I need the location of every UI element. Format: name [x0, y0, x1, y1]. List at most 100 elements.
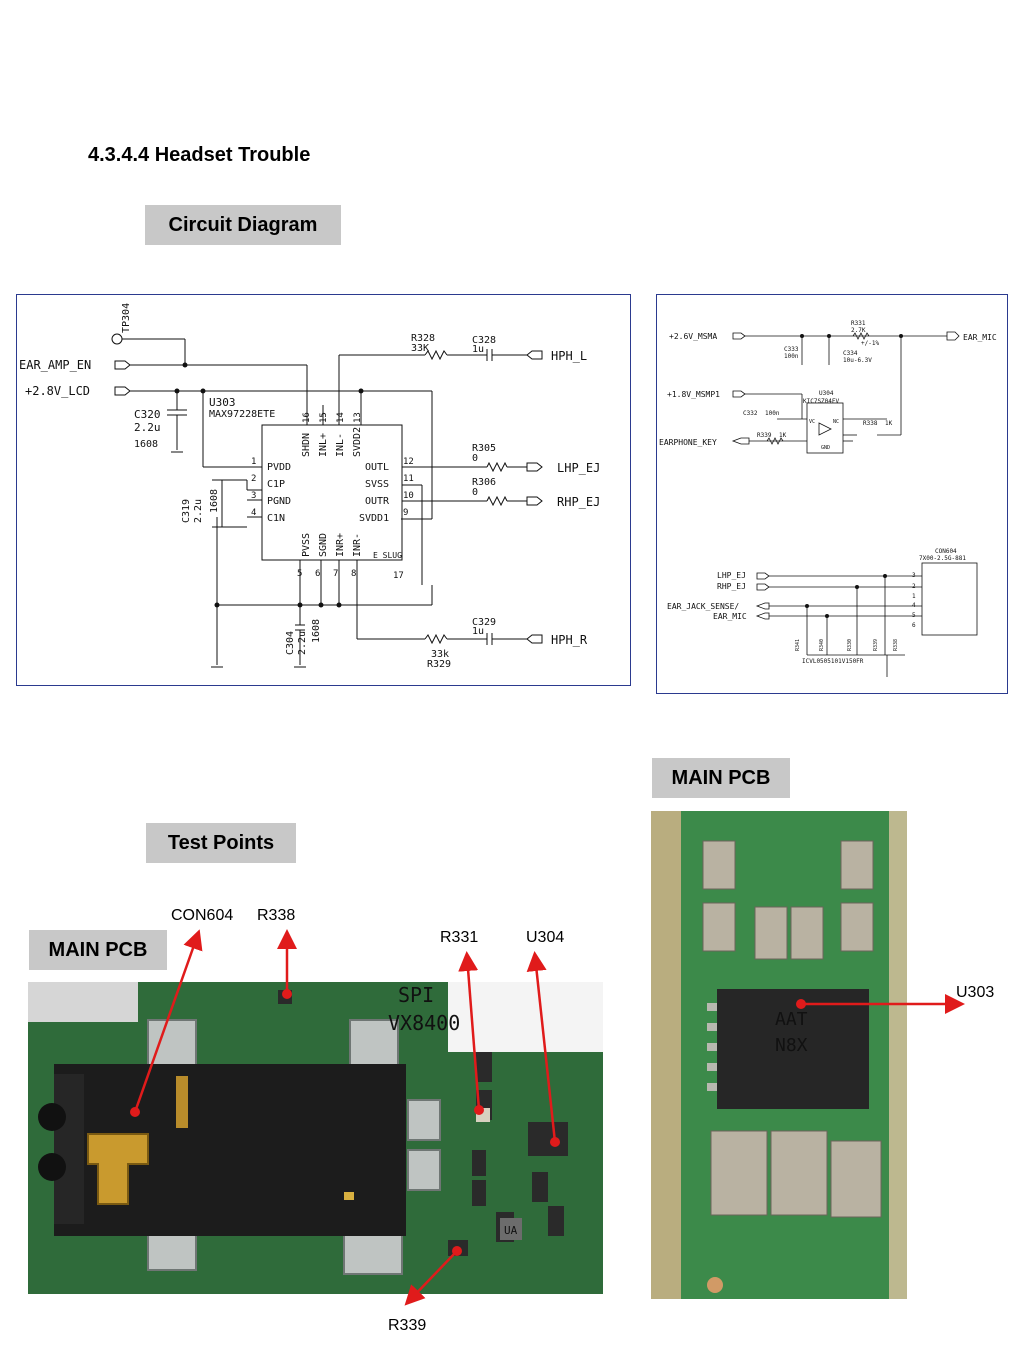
- r328-value: 33K: [411, 343, 429, 354]
- pin-num-4: 4: [251, 508, 256, 518]
- lhp-ej-label: LHP_EJ: [557, 461, 600, 475]
- arrow-r339: [404, 1250, 458, 1306]
- tvs-r339: R339: [873, 639, 879, 651]
- c320-value: 2.2u: [134, 421, 161, 434]
- con604-part: 7X00-2.5G-881: [919, 555, 966, 562]
- u303-ref: U303: [209, 396, 236, 409]
- pin-pgnd: PGND: [267, 496, 291, 507]
- callout-con604: CON604: [171, 907, 234, 924]
- section-title: 4.3.4.4 Headset Trouble: [88, 144, 311, 166]
- arrow-r331: [458, 951, 481, 1111]
- u304-ref: U304: [819, 390, 834, 397]
- ear-amp-en-label: EAR_AMP_EN: [19, 358, 91, 372]
- pin-svss: SVSS: [365, 479, 389, 490]
- callout-r331: R331: [440, 929, 479, 946]
- ear-jack-sense-label: EAR_JACK_SENSE/: [667, 602, 739, 611]
- main-pcb-label-left-text: MAIN PCB: [48, 938, 148, 961]
- pin-inr-minus: INR-: [352, 533, 363, 557]
- tvs-r341: R341: [795, 639, 801, 651]
- dot-r331: [474, 1105, 484, 1115]
- pin-num-17: 17: [393, 571, 404, 581]
- pin-inl-plus: INL+: [318, 433, 329, 457]
- right-ear-mic-label: EAR_MIC: [713, 612, 747, 621]
- r305a-value: 0: [472, 453, 478, 464]
- dot-r338: [282, 989, 292, 999]
- u303-part: MAX97228ETE: [209, 409, 275, 420]
- arrow-con604: [133, 929, 203, 1113]
- c333-value: 100n: [784, 353, 799, 360]
- con-pin-3: 3: [912, 572, 916, 579]
- ear-mic-label: EAR_MIC: [963, 333, 997, 342]
- c328-label: C328: [472, 335, 496, 346]
- test-points-label-text: Test Points: [167, 831, 275, 854]
- con-pin-6: 6: [912, 622, 916, 629]
- pin-svdd2: SVDD2: [352, 427, 363, 457]
- c334-ref: C334: [843, 350, 858, 357]
- main-pcb-label-left: MAIN PCB: [29, 930, 167, 970]
- test-points-label: Test Points: [146, 823, 296, 863]
- pcb-left-illustration: UA SPI VX8400: [28, 982, 603, 1294]
- c319-value: 2.2u: [193, 499, 204, 523]
- tp304-label: TP304: [121, 303, 132, 333]
- hph-r-label: HPH_R: [551, 633, 588, 647]
- r328-label: R328: [411, 333, 435, 344]
- pin-num-7: 7: [333, 569, 338, 579]
- pin-num-10: 10: [403, 491, 414, 501]
- pin-inl-minus: INL-: [335, 433, 346, 457]
- pcb-right-illustration: AAT N8X: [651, 811, 907, 1299]
- c334-value: 10u-6.3V: [843, 357, 872, 364]
- dot-u304: [550, 1137, 560, 1147]
- v26-msma-label: +2.6V_MSMA: [669, 332, 717, 341]
- pin-outl: OUTL: [365, 462, 389, 473]
- right-rhp-ej-label: RHP_EJ: [717, 582, 746, 591]
- c304-label: C304: [285, 631, 296, 655]
- u304-part: KIC7SZ04FV: [803, 398, 840, 405]
- dot-con604: [130, 1107, 140, 1117]
- tvs-r340: R340: [819, 639, 825, 651]
- c329-label: C329: [472, 617, 496, 628]
- dot-r339: [452, 1246, 462, 1256]
- main-pcb-label-right-text: MAIN PCB: [671, 766, 771, 789]
- pcb-left-silkscreen-top: SPI: [398, 983, 434, 1007]
- pin-num-6: 6: [315, 569, 320, 579]
- r329-value: 33k: [431, 649, 449, 660]
- pin-num-5: 5: [297, 569, 302, 579]
- c320-package: 1608: [134, 439, 158, 450]
- r339-value: 1K: [779, 432, 787, 439]
- r306-value: 0: [472, 487, 478, 498]
- c304-package: 1608: [311, 619, 322, 643]
- c333-ref: C333: [784, 346, 799, 353]
- con-pin-5: 5: [912, 612, 916, 619]
- r331-ref: R331: [851, 320, 866, 327]
- circuit-diagram-label: Circuit Diagram: [145, 205, 341, 245]
- c332-value: 100n: [765, 410, 780, 417]
- pin-num-14: 14: [336, 412, 346, 423]
- tvs-r330: R330: [847, 639, 853, 651]
- con604-ref: CON604: [935, 548, 957, 555]
- u304-vc-pin: VC: [809, 419, 815, 425]
- r338-value: 1K: [885, 420, 893, 427]
- callout-u304: U304: [526, 929, 565, 946]
- pin-num-2: 2: [251, 474, 256, 484]
- v18-msmp1-label: +1.8V_MSMP1: [667, 390, 720, 399]
- con-pin-4: 4: [912, 602, 916, 609]
- tvs-part-label: ICVL0505101V150FR: [802, 658, 864, 665]
- pin-num-16: 16: [302, 412, 312, 423]
- pin-num-3: 3: [251, 491, 256, 501]
- pin-sgnd: SGND: [318, 533, 329, 557]
- pcb-left-silkscreen-mid: VX8400: [388, 1011, 460, 1035]
- c319-label: C319: [181, 499, 192, 523]
- c319-package: 1608: [209, 489, 220, 513]
- pin-inr-plus: INR+: [335, 533, 346, 557]
- r339-ref: R339: [757, 432, 772, 439]
- dot-u303: [796, 999, 806, 1009]
- schematic-right-frame: +2.6V_MSMA R331 2.7K +/-1% C333 100n C33…: [656, 294, 1008, 694]
- u304-nc-pin: NC: [833, 419, 839, 425]
- pin-pvdd: PVDD: [267, 462, 291, 473]
- rhp-ej-label: RHP_EJ: [557, 495, 600, 509]
- c304-value: 2.2u: [297, 631, 308, 655]
- hph-l-label: HPH_L: [551, 349, 587, 363]
- pin-shdn: SHDN: [301, 433, 312, 457]
- pin-num-1: 1: [251, 457, 256, 467]
- pin-svdd1: SVDD1: [359, 513, 389, 524]
